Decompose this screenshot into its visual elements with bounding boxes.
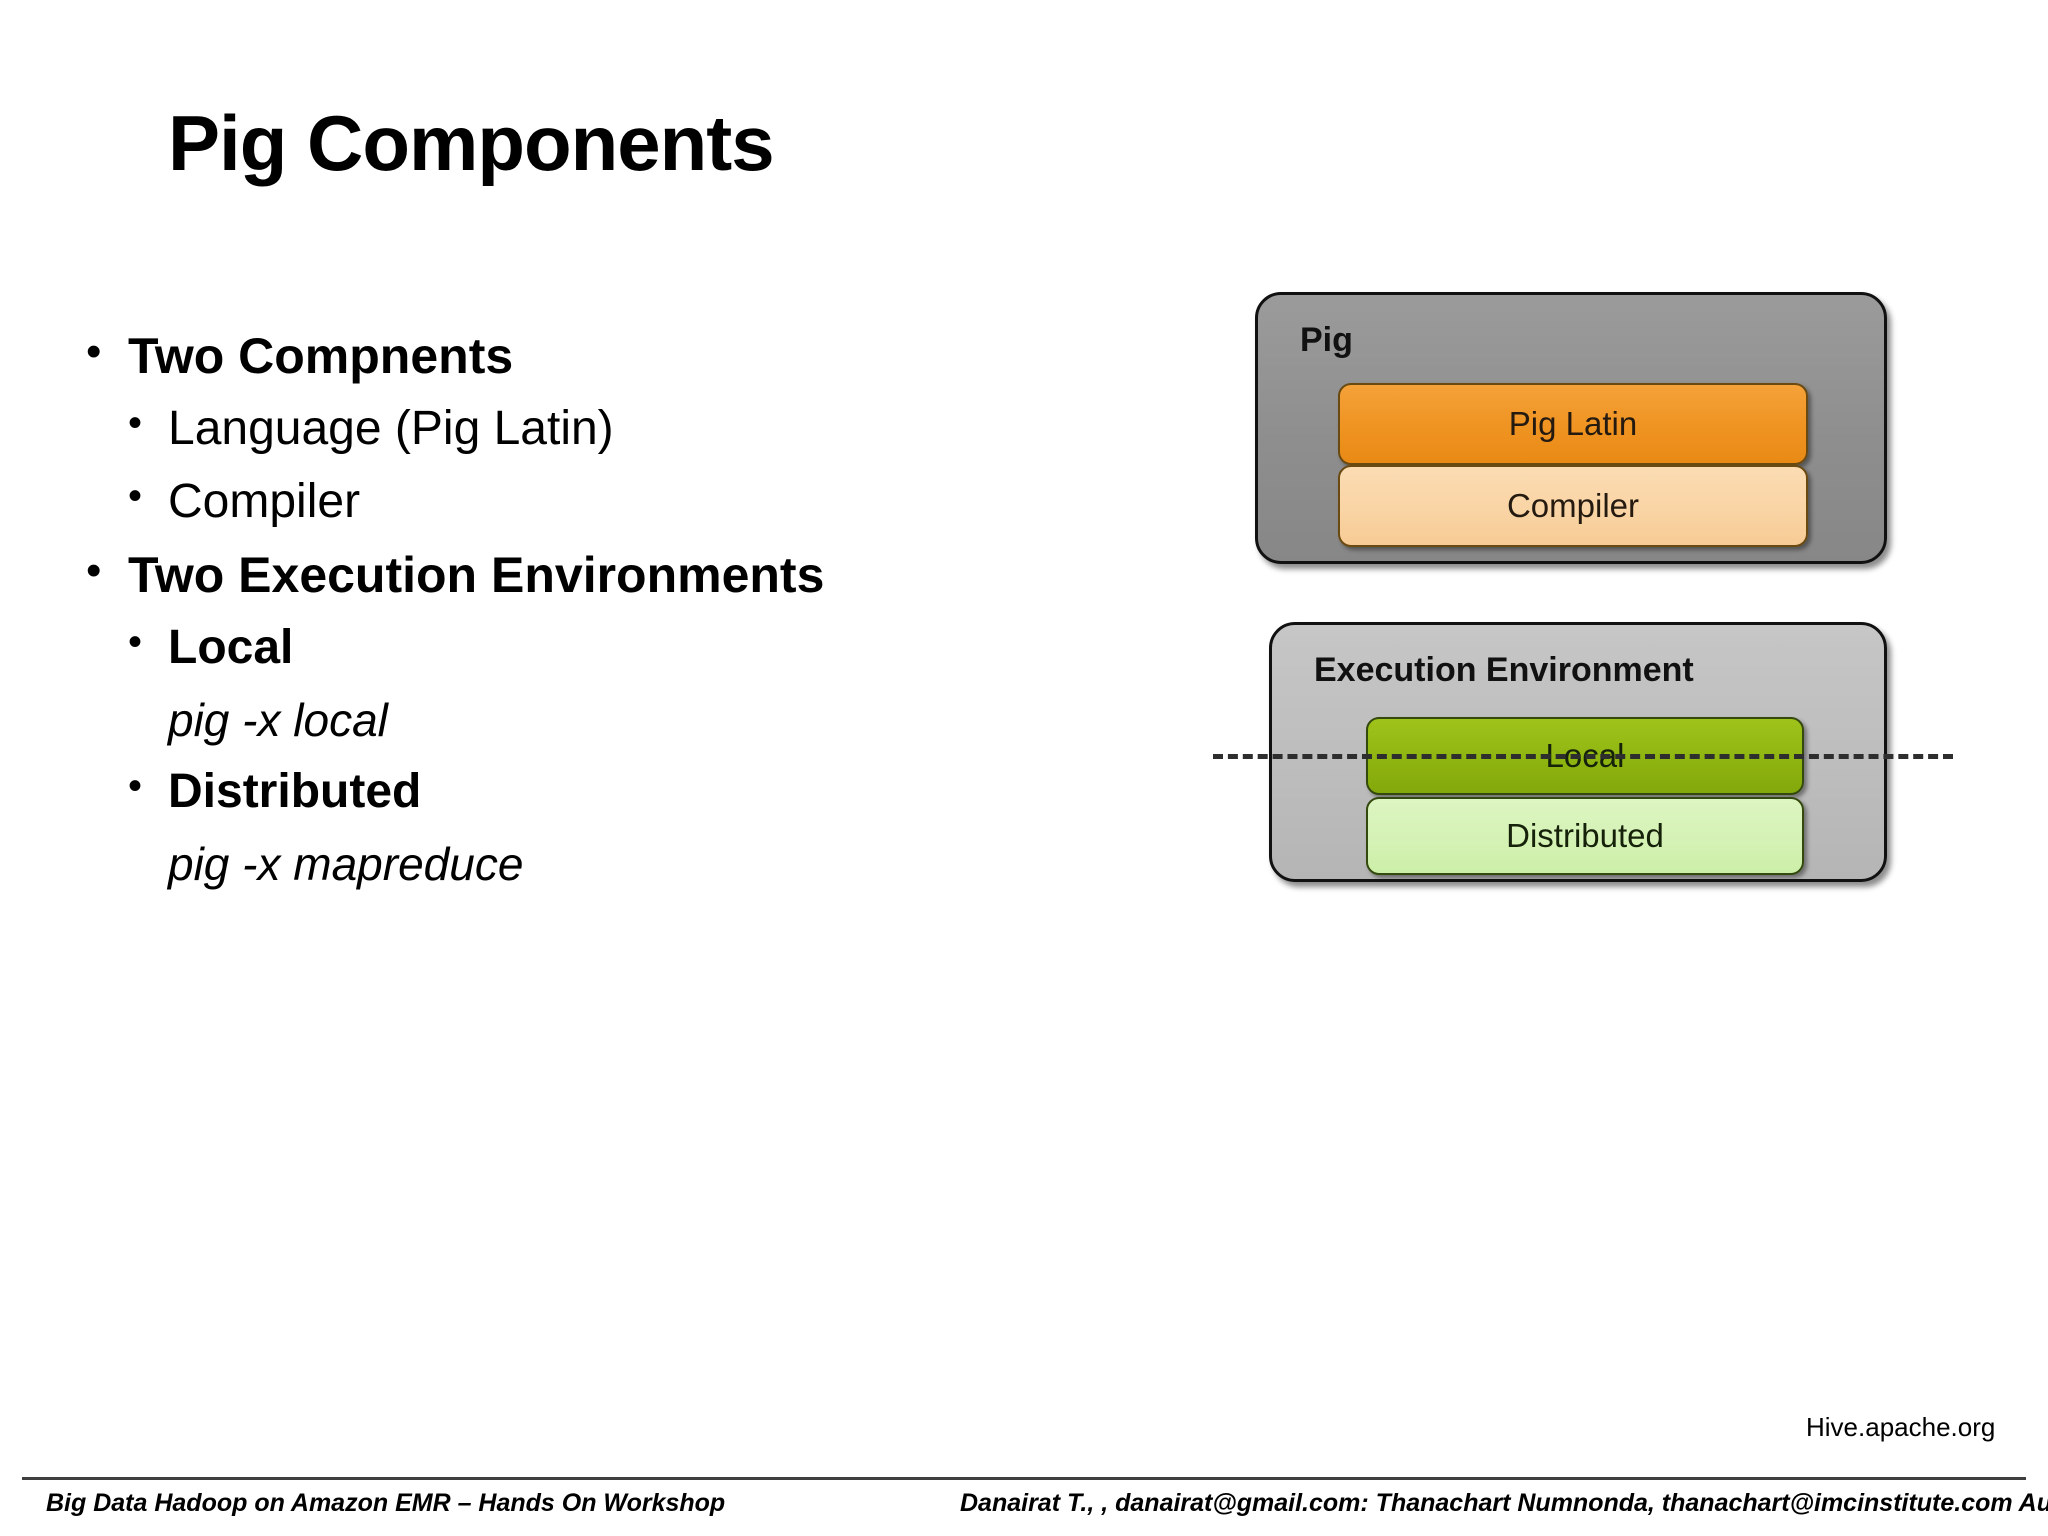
list-item: • Compiler bbox=[86, 466, 946, 539]
exec-box-caption: Execution Environment bbox=[1314, 651, 1694, 689]
list-item: • Distributed bbox=[86, 756, 946, 829]
command-line-local: pig -x local bbox=[86, 685, 946, 756]
execution-environment-container-box: Execution Environment Local Distributed bbox=[1269, 622, 1887, 882]
bullet-marker: • bbox=[128, 764, 143, 809]
list-item: • Two Compnents bbox=[86, 320, 946, 393]
pig-architecture-diagram: Pig Pig Latin Compiler Execution Environ… bbox=[1255, 292, 1905, 882]
bullet-marker: • bbox=[128, 619, 143, 664]
bullet-marker: • bbox=[128, 473, 143, 518]
pig-latin-bar: Pig Latin bbox=[1338, 383, 1808, 465]
footer-divider bbox=[22, 1477, 2026, 1480]
distributed-bar: Distributed bbox=[1366, 797, 1804, 875]
bullet-label-compiler: Compiler bbox=[168, 474, 361, 528]
list-item: • Two Execution Environments bbox=[86, 539, 946, 612]
bullet-marker: • bbox=[128, 401, 143, 445]
bullet-label-two-execution-environments: Two Execution Environments bbox=[128, 546, 825, 603]
footer-workshop-title: Big Data Hadoop on Amazon EMR – Hands On… bbox=[46, 1489, 726, 1517]
bullet-list: • Two Compnents • Language (Pig Latin) •… bbox=[86, 320, 946, 900]
command-line-mapreduce: pig -x mapreduce bbox=[86, 829, 946, 900]
command-text-pig-x-local: pig -x local bbox=[168, 693, 388, 746]
bullet-label-two-compnents: Two Compnents bbox=[128, 328, 514, 384]
bullet-label-distributed: Distributed bbox=[168, 765, 422, 819]
bullet-label-language: Language (Pig Latin) bbox=[168, 402, 614, 455]
pig-container-box: Pig Pig Latin Compiler bbox=[1255, 292, 1887, 564]
command-text-pig-x-mapreduce: pig -x mapreduce bbox=[168, 838, 524, 891]
bullet-marker: • bbox=[86, 327, 102, 376]
page-title: Pig Components bbox=[168, 99, 775, 188]
source-credit-label: Hive.apache.org bbox=[1806, 1412, 1996, 1442]
dashed-divider-line bbox=[1213, 754, 1953, 759]
bullet-marker: • bbox=[86, 545, 102, 595]
pig-box-caption: Pig bbox=[1300, 321, 1353, 359]
list-item: • Local bbox=[86, 612, 946, 685]
compiler-bar: Compiler bbox=[1338, 465, 1808, 547]
footer-author-credits: Danairat T., , danairat@gmail.com: Thana… bbox=[960, 1489, 2048, 1517]
list-item: • Language (Pig Latin) bbox=[86, 393, 946, 466]
bullet-label-local: Local bbox=[168, 620, 294, 674]
